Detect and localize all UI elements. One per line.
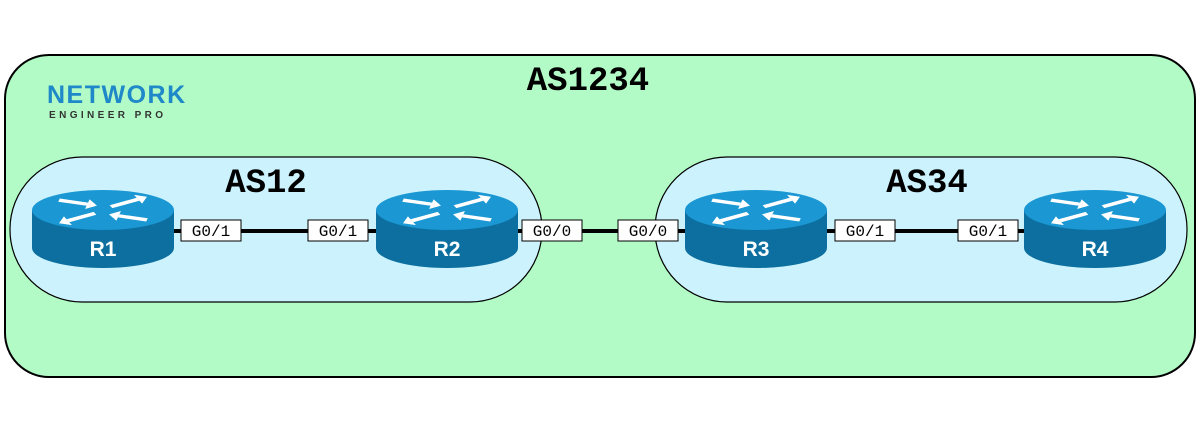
right-as-label: AS34 — [886, 165, 968, 203]
router-arrows-icon — [402, 194, 492, 226]
router-label: R4 — [1082, 238, 1109, 261]
svg-text:G0/1: G0/1 — [319, 223, 357, 241]
outer-as-label: AS1234 — [527, 63, 649, 101]
router-r3: R3 — [685, 190, 827, 268]
port-label-r1-g0-1: G0/1 — [180, 219, 242, 242]
router-r4: R4 — [1024, 190, 1166, 268]
router-arrows-icon — [1050, 194, 1140, 226]
svg-text:G0/1: G0/1 — [969, 223, 1007, 241]
router-r1: R1 — [32, 190, 174, 268]
router-label: R3 — [743, 238, 770, 261]
svg-text:G0/1: G0/1 — [192, 223, 230, 241]
port-label-r4-g0-1: G0/1 — [957, 219, 1019, 242]
port-label-r2-g0-1: G0/1 — [307, 219, 369, 242]
port-label-r3-g0-1: G0/1 — [834, 219, 896, 242]
logo-line2: ENGINEER PRO — [49, 110, 166, 121]
router-r2: R2 — [376, 190, 518, 268]
router-arrows-icon — [58, 194, 148, 226]
network-engineer-pro-logo: NETWORK ENGINEER PRO — [47, 81, 187, 121]
port-label-r3-g0-0: G0/0 — [617, 219, 679, 242]
svg-text:G0/0: G0/0 — [533, 223, 571, 241]
port-label-r2-g0-0: G0/0 — [521, 219, 583, 242]
router-arrows-icon — [711, 194, 801, 226]
svg-text:G0/1: G0/1 — [846, 223, 884, 241]
router-label: R1 — [90, 238, 117, 261]
logo-line1: NETWORK — [47, 81, 187, 109]
router-label: R2 — [434, 238, 461, 261]
svg-text:G0/0: G0/0 — [629, 223, 667, 241]
left-as-label: AS12 — [225, 165, 307, 203]
